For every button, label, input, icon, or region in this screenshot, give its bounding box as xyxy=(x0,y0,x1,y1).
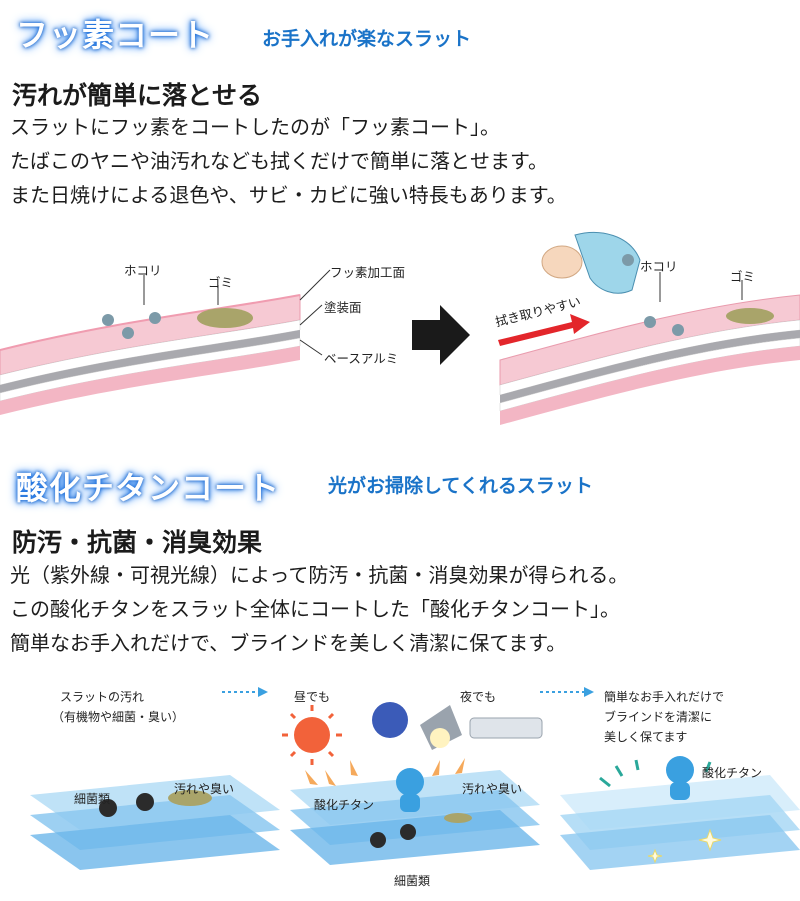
step3-line2: ブラインドを清潔に xyxy=(604,710,713,724)
label-titanium3: 酸化チタン xyxy=(702,766,763,780)
section1-line: また日焼けによる退色や、サビ・カビに強い特長もあります。 xyxy=(10,183,567,207)
germ-icon xyxy=(136,793,154,811)
label-base-aluminum: ベースアルミ xyxy=(324,351,399,366)
label-dirt-smell2: 汚れや臭い xyxy=(462,782,523,796)
dirt-blob xyxy=(197,308,253,328)
label-daytime: 昼でも xyxy=(294,690,331,704)
label-night: 夜でも xyxy=(460,690,497,704)
section1-heading: フッ素コート xyxy=(16,16,215,54)
dirt-blob-icon xyxy=(444,813,472,823)
titanium-character-icon xyxy=(666,756,694,800)
section2-heading: 酸化チタンコート xyxy=(16,469,281,507)
shine-star-icon xyxy=(647,828,722,864)
section1-paragraph: スラットにフッ素をコートしたのが「フッ素コート」。 たばこのヤニや油汚れなども拭… xyxy=(10,110,567,212)
titanium-character-icon xyxy=(396,768,424,812)
label-germs2: 細菌類 xyxy=(394,874,431,888)
label-hokori: ホコリ xyxy=(124,263,162,278)
label-dirt-smell: 汚れや臭い xyxy=(174,782,235,796)
wipe-arrow-icon xyxy=(498,314,590,346)
label-gomi-right: ゴミ xyxy=(730,269,756,284)
label-hokori-right: ホコリ xyxy=(640,259,678,274)
section2-tagline: 光がお掃除してくれるスラット xyxy=(328,475,593,497)
clean-sparkle-icon xyxy=(599,759,712,788)
section1-line: スラットにフッ素をコートしたのが「フッ素コート」。 xyxy=(10,115,500,139)
section2-paragraph: 光（紫外線・可視光線）によって防汚・抗菌・消臭効果が得られる。 この酸化チタンを… xyxy=(10,558,628,660)
section2-line: 簡単なお手入れだけで、ブラインドを美しく清潔に保てます。 xyxy=(10,631,567,655)
sun-icon xyxy=(282,705,342,765)
dirt-blob-right xyxy=(726,308,774,324)
germ-icon xyxy=(99,799,117,817)
section1-tagline: お手入れが楽なスラット xyxy=(262,28,472,50)
step1-line2: （有機物や細菌・臭い） xyxy=(52,710,185,724)
flow-arrowhead-icon xyxy=(258,687,268,697)
moon-icon xyxy=(372,702,408,738)
label-gomi: ゴミ xyxy=(208,275,234,290)
step3-line3: 美しく保てます xyxy=(604,730,688,744)
flow-arrowhead-icon xyxy=(584,687,594,697)
step3-line1: 簡単なお手入れだけで xyxy=(604,690,725,704)
slat-right xyxy=(499,294,800,425)
pointer-line xyxy=(299,304,323,326)
light-rays-icon xyxy=(305,758,465,786)
germ-icon xyxy=(370,832,386,848)
transition-arrow-icon xyxy=(412,305,470,365)
dust-particles xyxy=(102,312,161,339)
label-paint-surface: 塗装面 xyxy=(324,300,362,315)
titanium-diagram xyxy=(30,687,800,870)
section1-line: たばこのヤニや油汚れなども拭くだけで簡単に落とせます。 xyxy=(10,149,548,173)
lamp-icon xyxy=(420,705,462,750)
fluorescent-tube-icon xyxy=(469,717,543,739)
section2-line: この酸化チタンをスラット全体にコートした「酸化チタンコート」。 xyxy=(10,597,620,621)
label-titanium: 酸化チタン xyxy=(314,798,375,812)
section2-subheading: 防汚・抗菌・消臭効果 xyxy=(12,528,263,557)
hand-cloth-icon xyxy=(541,232,641,294)
pointer-line xyxy=(299,339,323,356)
pointer-line xyxy=(299,269,331,301)
dust-particles-right xyxy=(622,254,684,336)
label-germs: 細菌類 xyxy=(74,792,111,806)
dirt-blob-icon xyxy=(168,790,212,806)
label-fluorine-surface: フッ素加工面 xyxy=(330,265,406,280)
blue-slats-step3 xyxy=(560,775,800,870)
fluorine-slat-diagram xyxy=(0,232,800,425)
germ-icon xyxy=(400,824,416,840)
step1-line1: スラットの汚れ xyxy=(60,690,145,704)
slat-left xyxy=(0,294,301,415)
blue-slats-step1 xyxy=(30,775,280,870)
section2-line: 光（紫外線・可視光線）によって防汚・抗菌・消臭効果が得られる。 xyxy=(10,563,629,587)
section1-subheading: 汚れが簡単に落とせる xyxy=(12,81,263,110)
